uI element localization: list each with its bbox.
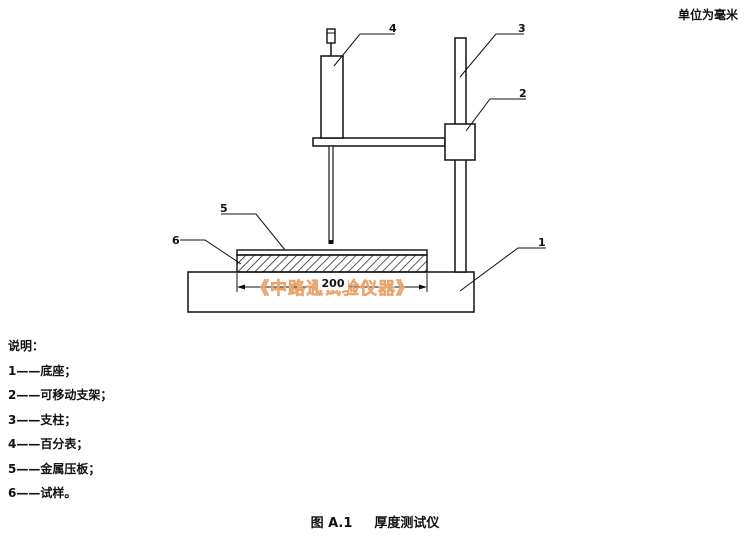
leader-2 [465,98,526,132]
legend: 说明： 1——底座； 2——可移动支架； 3——支柱； 4——百分表； 5——金… [8,334,112,506]
legend-item-dial-gauge: 4——百分表； [8,437,89,451]
legend-title: 说明： [8,339,45,353]
movable-bracket [444,123,476,161]
dial-gauge-top [326,28,336,44]
callout-6: 6 [172,234,180,247]
leader-6 [180,239,242,265]
callout-4: 4 [389,22,397,35]
leader-1 [459,247,546,292]
figure-title: 厚度测试仪 [374,516,440,531]
metal-plate [236,249,428,256]
dial-gauge-probe [328,145,334,243]
base [187,271,475,313]
callout-3: 3 [518,22,526,35]
dimension-label: 200 [322,277,345,290]
figure-number: 图 A.1 [310,516,353,531]
callout-5: 5 [220,202,228,215]
figure-caption: 图 A.1 厚度测试仪 [0,512,750,531]
legend-item-bracket: 2——可移动支架； [8,388,113,402]
leader-5 [221,213,286,251]
callout-2: 2 [519,87,527,100]
callout-1: 1 [538,236,546,249]
dial-gauge-body [320,55,344,139]
unit-note: 单位为毫米 [677,8,738,22]
legend-item-metal-plate: 5——金属压板； [8,461,101,476]
specimen [236,254,428,273]
leader-4 [333,33,395,67]
support-arm [312,137,446,147]
legend-item-specimen: 6——试样。 [8,486,77,500]
leader-3 [459,33,524,78]
legend-item-base: 1——底座； [8,363,77,378]
legend-item-pillar: 3——支柱； [8,412,77,427]
